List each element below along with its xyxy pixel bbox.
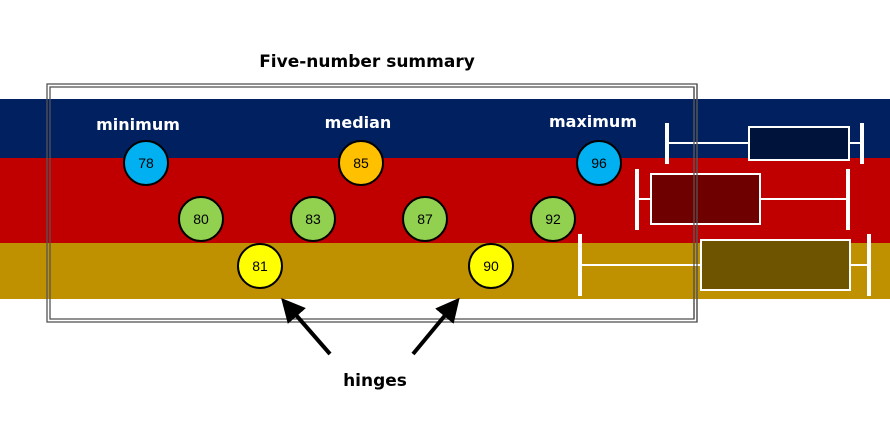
- data-value-text: 83: [305, 211, 321, 227]
- hinge-lower-text: 81: [252, 258, 268, 274]
- data-value: 83: [290, 196, 336, 242]
- value-median: 85: [338, 140, 384, 186]
- hinge-upper-text: 90: [483, 258, 499, 274]
- data-value-text: 80: [193, 211, 209, 227]
- arrow-to-lower-hinge: [281, 297, 332, 356]
- arrow-to-upper-hinge: [411, 297, 460, 356]
- box-plot-bottom: [578, 234, 871, 296]
- summary-frame-right-edge: [693, 84, 698, 322]
- data-value: 80: [178, 196, 224, 242]
- data-value-text: 87: [417, 211, 433, 227]
- hinges-label: hinges: [343, 371, 407, 391]
- value-median-text: 85: [353, 155, 369, 171]
- diagram-title: Five-number summary: [259, 52, 475, 72]
- data-value-text: 92: [545, 211, 561, 227]
- data-value: 92: [530, 196, 576, 242]
- hinge-lower: 81: [237, 243, 283, 289]
- data-value: 87: [402, 196, 448, 242]
- box-plot-middle: [635, 169, 850, 230]
- box-plot-top: [665, 123, 864, 164]
- label-minimum: minimum: [96, 115, 180, 134]
- hinge-upper: 90: [468, 243, 514, 289]
- value-maximum: 96: [576, 140, 622, 186]
- value-minimum: 78: [123, 140, 169, 186]
- label-maximum: maximum: [549, 112, 637, 131]
- value-minimum-text: 78: [138, 155, 154, 171]
- value-maximum-text: 96: [591, 155, 607, 171]
- label-median: median: [325, 113, 392, 132]
